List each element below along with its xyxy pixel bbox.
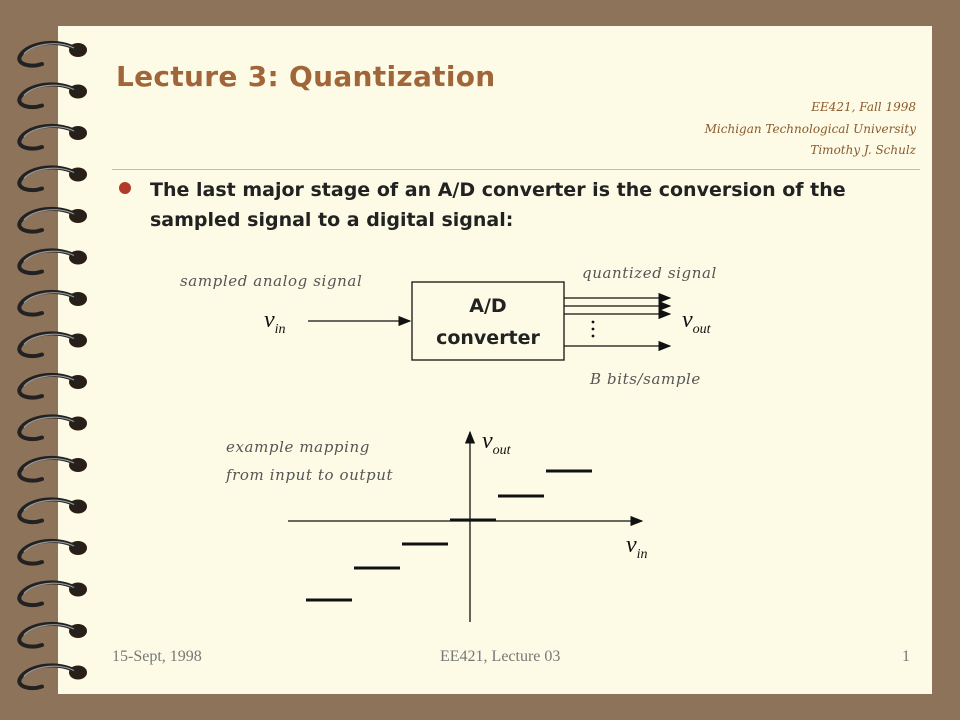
title-divider	[112, 169, 920, 170]
ellipsis-dots-icon	[591, 320, 595, 338]
credit-author: Timothy J. Schulz	[810, 143, 916, 157]
binding-ring	[17, 455, 87, 483]
binding-ring	[17, 372, 87, 400]
credit-course: EE421, Fall 1998	[811, 100, 916, 114]
spiral-binding	[17, 40, 87, 691]
mapping-x-label: vin	[626, 532, 648, 562]
input-var-label: vin	[264, 307, 286, 337]
ad-box-label-line1: A/D	[469, 295, 506, 317]
output-bit-lines	[564, 292, 672, 352]
mapping-caption-line1: example mapping	[226, 438, 370, 456]
slide-title: Lecture 3: Quantization	[116, 60, 496, 93]
footer-page-number: 1	[902, 648, 910, 665]
binding-ring	[17, 663, 87, 691]
input-caption: sampled analog signal	[180, 272, 363, 290]
binding-ring	[17, 289, 87, 317]
output-caption: quantized signal	[582, 264, 717, 282]
mapping-y-label: vout	[482, 428, 512, 458]
credit-university: Michigan Technological University	[704, 122, 916, 136]
binding-ring	[17, 248, 87, 276]
binding-ring	[17, 82, 87, 110]
mapping-caption-line2: from input to output	[226, 466, 394, 484]
bullet-icon	[119, 182, 131, 194]
binding-ring	[17, 206, 87, 234]
ad-converter-box	[411, 281, 565, 361]
footer-date: 15-Sept, 1998	[112, 648, 202, 665]
output-var-label: vout	[682, 307, 712, 337]
binding-ring	[17, 538, 87, 566]
binding-ring	[17, 621, 87, 649]
quantizer-staircase	[306, 469, 592, 602]
binding-ring	[17, 165, 87, 193]
footer-course: EE421, Lecture 03	[440, 648, 561, 665]
bits-caption: B bits/sample	[590, 370, 701, 388]
bullet-text: The last major stage of an A/D converter…	[150, 179, 846, 231]
binding-ring	[17, 414, 87, 442]
binding-ring	[17, 497, 87, 525]
binding-ring	[17, 40, 87, 68]
ad-box-label-line2: converter	[436, 327, 540, 349]
binding-ring	[17, 331, 87, 359]
binding-ring	[17, 580, 87, 608]
binding-ring	[17, 123, 87, 151]
